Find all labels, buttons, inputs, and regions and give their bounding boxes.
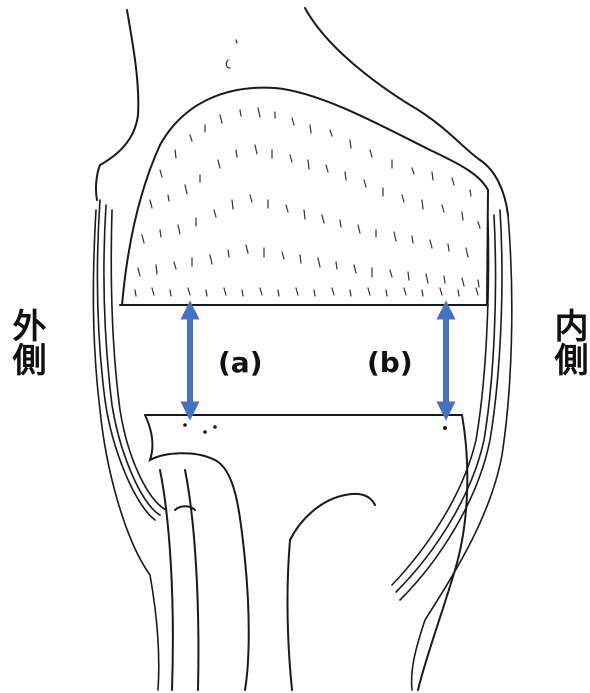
collateral-ligaments — [93, 200, 511, 690]
gap-label-b: (b) — [367, 346, 413, 379]
lateral-side-label: 外側 — [6, 308, 46, 376]
gap-label-a: (a) — [218, 346, 263, 379]
tibia-dots — [183, 423, 447, 434]
cancellous-bone-texture — [135, 40, 480, 296]
medial-side-label: 内側 — [548, 308, 588, 376]
femur-outline — [96, 8, 508, 305]
